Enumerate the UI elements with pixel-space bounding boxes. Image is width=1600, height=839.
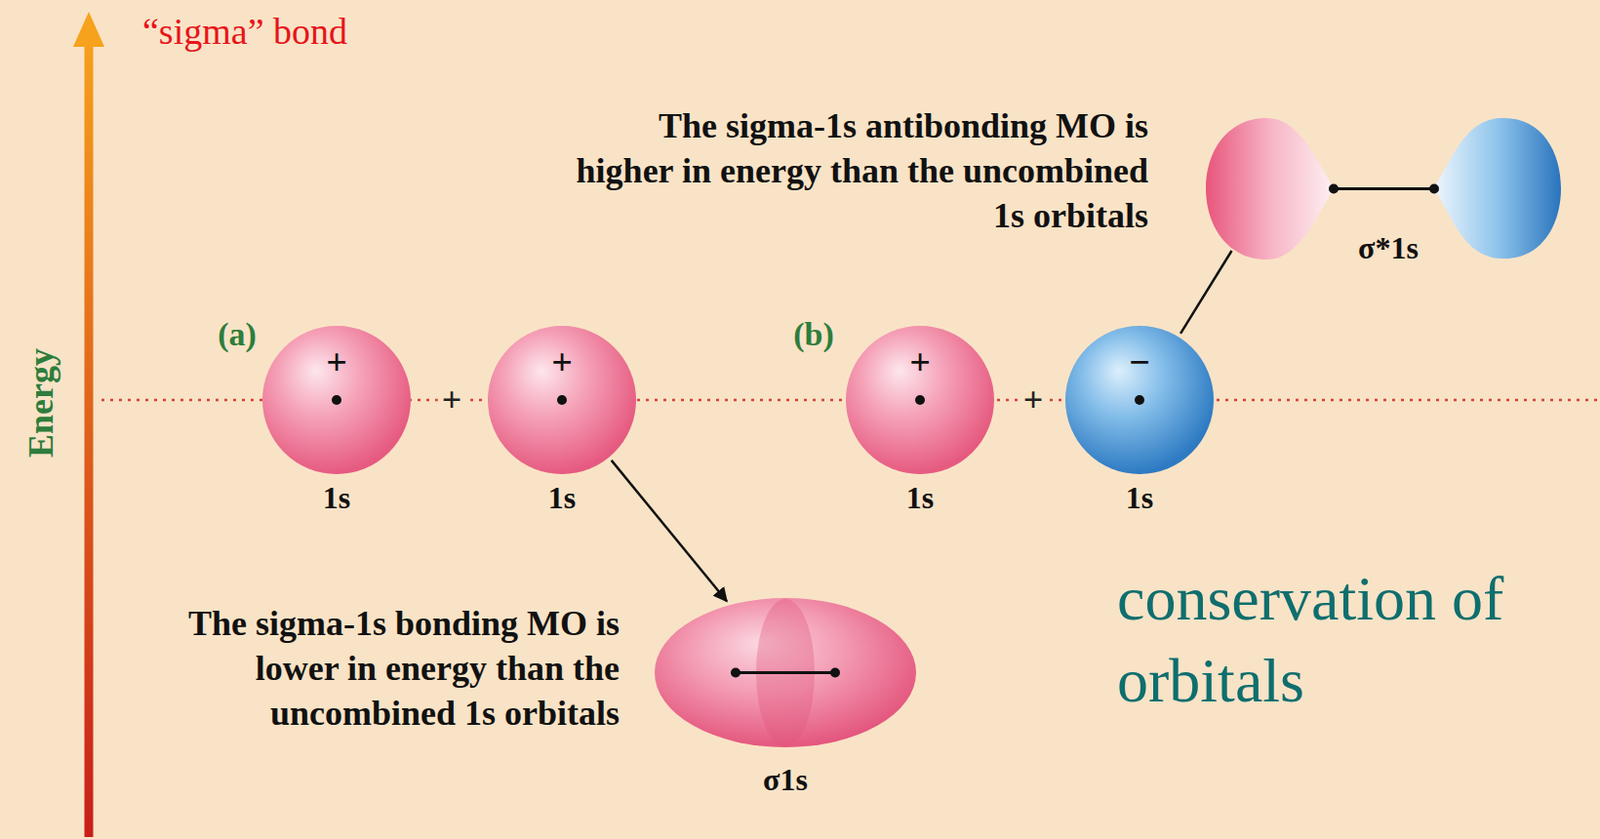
orbital-lobe (1434, 118, 1561, 259)
plus-sign: + (1019, 382, 1048, 418)
plus-sign: + (438, 382, 467, 418)
nucleus-dot (1134, 395, 1145, 405)
axis-label: Energy (23, 348, 59, 458)
orbital-label: 1s (906, 481, 934, 514)
panel-label: (b) (793, 318, 835, 352)
orbital-label: 1s (1125, 481, 1154, 514)
nucleus-dot (730, 668, 741, 679)
bond-line (1333, 187, 1435, 191)
nucleus-dot (1328, 184, 1339, 195)
phase-sign: − (1128, 343, 1151, 381)
phase-sign: + (909, 343, 931, 381)
callout-text: The sigma-1s antibonding MO is higher in… (562, 103, 1149, 239)
note-text: conservation of orbitals (1117, 558, 1537, 722)
atomic-orbital: +1s (260, 323, 413, 477)
orbital-label: 1s (322, 481, 351, 514)
orbital-lobe (654, 598, 917, 748)
bonding-orbital: σ1s (652, 596, 919, 750)
arrow-connector (611, 460, 727, 601)
nucleus-dot (915, 395, 925, 405)
orbital-sphere (845, 325, 995, 475)
slide-title: “sigma” bond (142, 11, 348, 53)
nucleus-dot (331, 395, 342, 405)
atomic-orbital: +1s (485, 323, 639, 477)
orbital-symbol: σ1s (762, 763, 808, 796)
callout-text: The sigma-1s bonding MO is lower in ener… (141, 600, 620, 736)
orbital-sphere (487, 325, 637, 475)
leader-line (1180, 250, 1232, 334)
phase-sign: + (551, 343, 573, 381)
panel-label: (a) (217, 318, 257, 352)
orbital-shape (652, 596, 919, 750)
nucleus-dot (1429, 184, 1440, 195)
nucleus-dot (557, 395, 567, 405)
energy-axis (84, 42, 94, 838)
orbital-sphere (262, 325, 411, 475)
phase-sign: + (325, 343, 348, 381)
orbital-symbol: σ*1s (1358, 232, 1419, 264)
energy-arrowhead (73, 11, 105, 47)
orbital-lobe (1205, 118, 1334, 260)
atomic-orbital: −1s (1063, 323, 1216, 477)
orbital-label: 1s (548, 481, 576, 514)
atomic-orbital: +1s (843, 323, 997, 477)
orbital-sphere (1065, 325, 1214, 475)
antibonding-orbital: σ*1s (1203, 112, 1563, 266)
bond-line (735, 671, 836, 675)
nucleus-dot (830, 668, 840, 679)
